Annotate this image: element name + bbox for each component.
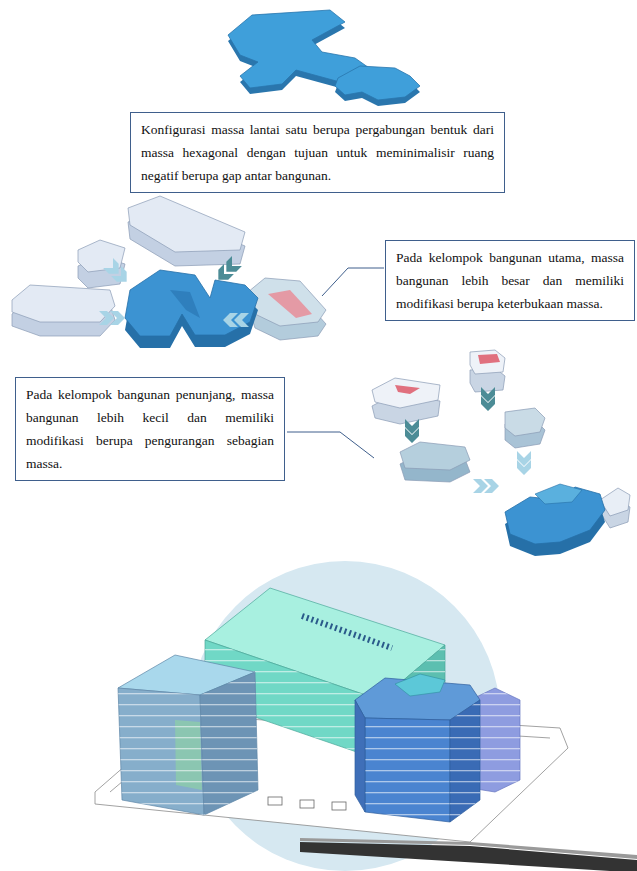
support-building-group — [372, 350, 630, 556]
main-building-group-part — [128, 196, 245, 252]
main-building-group-part — [103, 258, 124, 279]
support-building-group-part — [481, 396, 495, 411]
text-box: Pada kelompok bangunan penunjang, massa … — [15, 377, 285, 481]
leader-line — [322, 268, 384, 296]
final-massing-part — [450, 700, 480, 822]
support-building-group-part — [535, 484, 582, 504]
support-building-group-part — [400, 442, 470, 470]
final-massing-part — [365, 718, 450, 822]
support-building-group-part — [600, 488, 630, 516]
ground-floor-mass — [228, 10, 420, 106]
support-building-group-part — [470, 350, 505, 374]
final-massing-part — [332, 802, 346, 810]
final-massing-part — [395, 674, 445, 696]
support-building-group-part — [405, 428, 419, 443]
support-building-group-part — [395, 385, 420, 394]
final-massing-part — [118, 688, 204, 815]
final-massing-part — [200, 672, 258, 815]
main-building-group-part — [125, 270, 258, 336]
final-massing-part — [302, 616, 392, 648]
final-massing-part — [200, 672, 258, 815]
main-building-group-part — [268, 290, 312, 318]
final-massing-part — [365, 718, 450, 822]
main-building-group-part — [12, 285, 115, 322]
ground-floor-mass-part — [335, 66, 420, 100]
main-building-group-part — [221, 256, 242, 277]
final-massing — [95, 561, 637, 871]
text-box: Konfigurasi massa lantai satu berupa per… — [130, 112, 505, 193]
final-massing-part — [118, 688, 204, 815]
description-text: Konfigurasi massa lantai satu berupa per… — [141, 118, 494, 187]
final-massing-part — [300, 838, 637, 859]
main-building-group-part — [213, 264, 234, 285]
main-building-group-part — [99, 311, 114, 325]
final-massing-part — [300, 800, 314, 808]
main-building-group-part — [110, 311, 125, 325]
main-building-group-part — [248, 278, 326, 326]
final-massing-part — [355, 700, 365, 812]
main-building-group — [12, 196, 326, 348]
support-building-group-part — [372, 378, 440, 408]
description-text: Pada kelompok bangunan penunjang, massa … — [26, 383, 274, 475]
main-building-group-part — [223, 313, 238, 327]
final-massing-part — [300, 842, 637, 871]
description-text: Pada kelompok bangunan utama, massa bang… — [396, 246, 624, 315]
leader-line — [287, 432, 374, 458]
support-building-group-part — [478, 354, 500, 364]
text-box: Pada kelompok bangunan utama, massa bang… — [385, 240, 635, 321]
final-massing-part — [450, 700, 480, 822]
support-building-group-part — [484, 479, 499, 493]
main-building-group-part — [170, 290, 200, 318]
support-building-group-part — [505, 408, 545, 436]
final-massing-part — [268, 797, 282, 805]
support-building-group-part — [517, 460, 531, 475]
main-building-group-part — [234, 313, 249, 327]
support-building-group-part — [473, 479, 488, 493]
main-building-group-part — [111, 266, 132, 287]
